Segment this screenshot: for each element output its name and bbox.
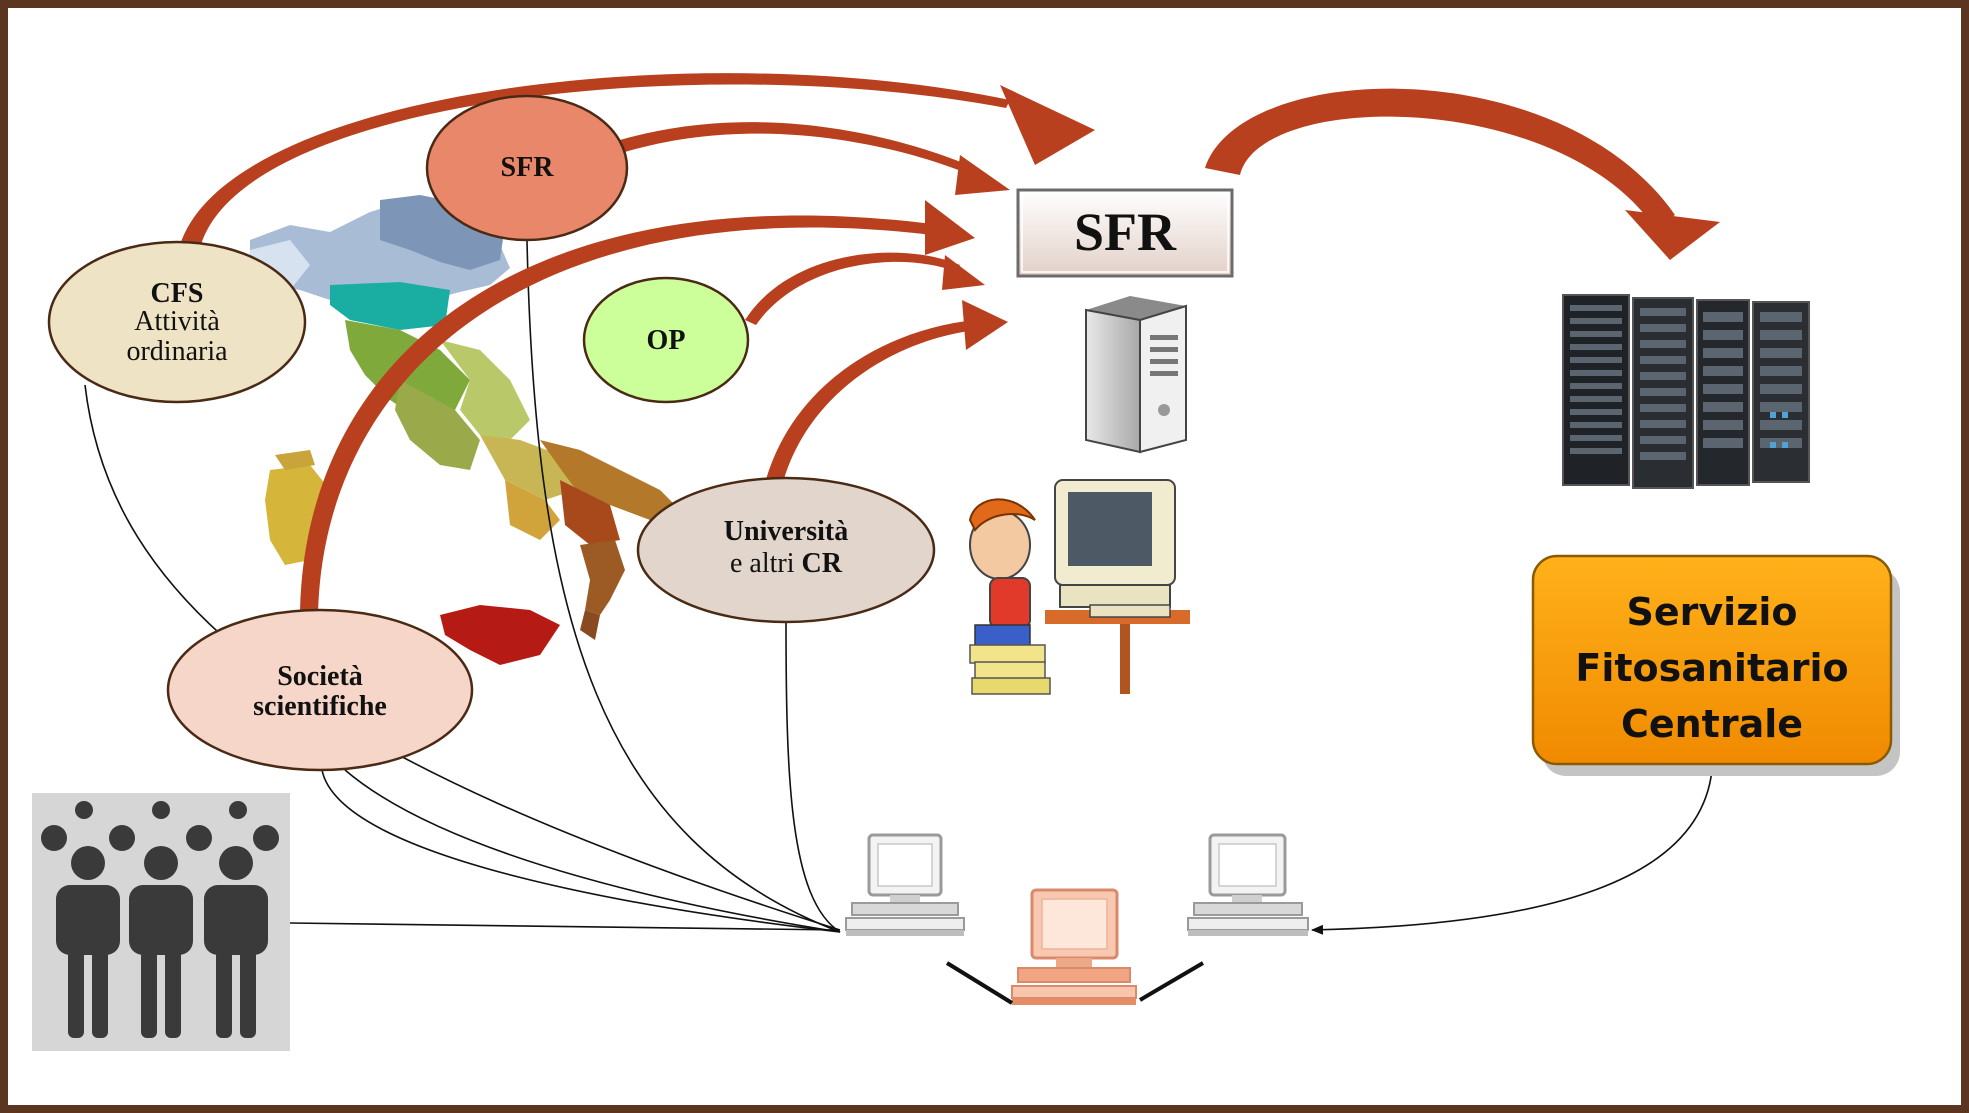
societa-node: Società scientifiche [166, 608, 474, 772]
societa-line1: Società [277, 661, 363, 692]
line-people-to-network [289, 922, 841, 931]
arrow-universita-to-sfr-head [962, 300, 1008, 350]
universita-line2: e altri CR [730, 548, 843, 579]
universita-line1: Università [724, 516, 848, 547]
servizio-line3: Centrale [1621, 702, 1803, 746]
op-node: OP [582, 276, 750, 404]
line-servizio-to-network [1311, 769, 1713, 935]
network-computer-left [845, 833, 965, 936]
servizio-line2: Fitosanitario [1575, 646, 1848, 690]
arrow-societa-to-sfr [300, 215, 940, 620]
people-group-icon [32, 793, 290, 1051]
data-center-racks-icon [1562, 294, 1810, 489]
sfr-box: SFR [1016, 188, 1234, 278]
arrow-op-to-sfr-head [942, 255, 985, 290]
universita-node: Università e altri CR [636, 476, 936, 624]
line-universita-to-network [785, 619, 841, 933]
link-left-center [945, 961, 1014, 1005]
network-links [945, 961, 1205, 1005]
societa-line2: scientifiche [253, 691, 387, 722]
line-societa-to-network-b [344, 769, 841, 933]
sfr-node: SFR [425, 94, 629, 242]
arrow-societa-to-sfr-head [925, 200, 975, 255]
servizio-box: Servizio Fitosanitario Centrale [1531, 554, 1900, 776]
line-societa-to-network-a [321, 769, 841, 933]
child-at-computer-icon [968, 479, 1190, 695]
network-computer-center [1011, 888, 1137, 1005]
arrow-cfs-to-sfr-head [1000, 85, 1095, 165]
arrow-sfr-to-central-servers-head [1625, 210, 1720, 260]
universita-line2-prefix: e altri [730, 548, 795, 579]
tower-server-icon [1085, 296, 1187, 454]
servizio-line1: Servizio [1627, 590, 1798, 634]
cfs-node: CFS Attività ordinaria [47, 240, 307, 404]
arrow-sfr-to-central-servers [1205, 88, 1675, 228]
arrow-op-to-sfr [745, 252, 960, 325]
op-node-label: OP [647, 325, 686, 356]
arrow-sfr-to-sfrbox [620, 122, 980, 177]
universita-line2-bold: CR [802, 548, 843, 579]
sfr-box-label: SFR [1074, 202, 1177, 262]
cfs-title: CFS [151, 278, 204, 309]
italy-map [245, 195, 680, 665]
network-computer-right [1187, 833, 1309, 936]
cfs-line2: ordinaria [126, 336, 228, 367]
sfr-node-label: SFR [501, 152, 555, 183]
line-sfr-to-network [526, 239, 841, 933]
arrow-cfs-to-sfr [180, 73, 1010, 248]
link-right-center [1138, 961, 1205, 1002]
cfs-line1: Attività [134, 306, 220, 337]
arrow-sfr-to-sfrbox-head [955, 155, 1010, 195]
